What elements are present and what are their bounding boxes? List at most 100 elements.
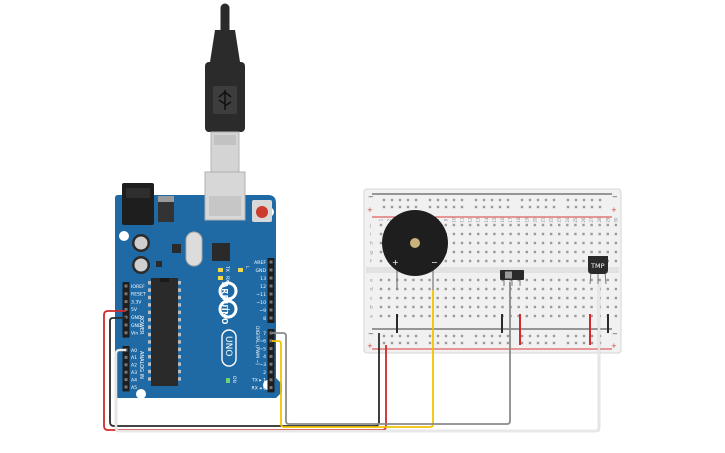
breadboard-hole[interactable] xyxy=(404,287,407,291)
breadboard-hole[interactable] xyxy=(436,287,439,291)
breadboard-hole[interactable] xyxy=(558,232,561,236)
breadboard-hole[interactable] xyxy=(541,250,545,254)
breadboard-hole[interactable] xyxy=(444,296,447,300)
rail-hole[interactable] xyxy=(460,198,464,202)
header-pin[interactable] xyxy=(269,268,273,272)
rail-hole[interactable] xyxy=(390,198,394,202)
rail-hole[interactable] xyxy=(474,198,478,202)
temperature-sensor[interactable]: TMP xyxy=(588,256,608,285)
breadboard-hole[interactable] xyxy=(525,305,528,309)
reset-button-cap[interactable] xyxy=(256,206,268,218)
piezo-buzzer[interactable]: + − xyxy=(382,210,448,290)
rail-hole[interactable] xyxy=(398,205,402,209)
breadboard-hole[interactable] xyxy=(460,259,464,263)
rail-hole[interactable] xyxy=(506,341,510,345)
breadboard-hole[interactable] xyxy=(420,287,423,291)
breadboard-hole[interactable] xyxy=(468,259,472,263)
breadboard-hole[interactable] xyxy=(606,232,609,236)
rail-hole[interactable] xyxy=(460,341,464,345)
rail-hole[interactable] xyxy=(582,334,586,338)
breadboard-hole[interactable] xyxy=(493,250,496,254)
breadboard-hole[interactable] xyxy=(541,305,545,309)
rail-hole[interactable] xyxy=(520,205,524,209)
breadboard-hole[interactable] xyxy=(412,314,415,318)
breadboard-hole[interactable] xyxy=(541,259,545,263)
rail-hole[interactable] xyxy=(398,198,402,202)
breadboard-hole[interactable] xyxy=(493,314,496,318)
breadboard-hole[interactable] xyxy=(566,250,569,254)
rail-hole[interactable] xyxy=(482,341,486,345)
breadboard-hole[interactable] xyxy=(485,259,488,263)
breadboard-hole[interactable] xyxy=(436,278,439,282)
breadboard-hole[interactable] xyxy=(606,278,609,282)
rail-hole[interactable] xyxy=(406,205,410,209)
breadboard-hole[interactable] xyxy=(444,314,447,318)
rail-hole[interactable] xyxy=(436,205,440,209)
breadboard-hole[interactable] xyxy=(582,259,585,263)
breadboard-hole[interactable] xyxy=(428,296,431,300)
breadboard-hole[interactable] xyxy=(404,314,407,318)
rail-hole[interactable] xyxy=(536,198,540,202)
breadboard-hole[interactable] xyxy=(590,241,593,245)
breadboard-hole[interactable] xyxy=(541,223,545,227)
breadboard-hole[interactable] xyxy=(460,296,464,300)
breadboard-hole[interactable] xyxy=(412,305,415,309)
breadboard-hole[interactable] xyxy=(444,278,447,282)
breadboard-hole[interactable] xyxy=(549,278,553,282)
breadboard-hole[interactable] xyxy=(460,223,464,227)
breadboard-hole[interactable] xyxy=(566,287,569,291)
breadboard-hole[interactable] xyxy=(533,314,537,318)
rail-hole[interactable] xyxy=(482,205,486,209)
rail-hole[interactable] xyxy=(452,334,456,338)
rail-hole[interactable] xyxy=(528,341,532,345)
rail-hole[interactable] xyxy=(566,341,570,345)
rail-hole[interactable] xyxy=(474,341,478,345)
breadboard-hole[interactable] xyxy=(582,223,585,227)
breadboard-hole[interactable] xyxy=(493,223,496,227)
rail-hole[interactable] xyxy=(452,198,456,202)
rail-hole[interactable] xyxy=(498,341,502,345)
breadboard-hole[interactable] xyxy=(590,287,593,291)
breadboard-hole[interactable] xyxy=(549,223,553,227)
rail-hole[interactable] xyxy=(444,341,448,345)
wire-yellow-pin5[interactable] xyxy=(272,290,434,428)
rail-hole[interactable] xyxy=(590,334,594,338)
rail-hole[interactable] xyxy=(452,205,456,209)
rail-hole[interactable] xyxy=(460,205,464,209)
breadboard-hole[interactable] xyxy=(404,278,407,282)
rail-hole[interactable] xyxy=(382,198,386,202)
breadboard-hole[interactable] xyxy=(590,314,593,318)
breadboard-hole[interactable] xyxy=(477,259,480,263)
rail-hole[interactable] xyxy=(536,334,540,338)
breadboard-hole[interactable] xyxy=(412,278,415,282)
rail-hole[interactable] xyxy=(506,205,510,209)
breadboard-hole[interactable] xyxy=(452,287,456,291)
breadboard-hole[interactable] xyxy=(501,259,504,263)
header-pin[interactable] xyxy=(124,370,128,374)
rail-hole[interactable] xyxy=(590,198,594,202)
breadboard-hole[interactable] xyxy=(541,296,545,300)
breadboard-hole[interactable] xyxy=(428,314,431,318)
breadboard-hole[interactable] xyxy=(452,305,456,309)
breadboard-hole[interactable] xyxy=(541,287,545,291)
rail-hole[interactable] xyxy=(428,198,432,202)
breadboard-hole[interactable] xyxy=(460,241,464,245)
breadboard-hole[interactable] xyxy=(614,259,618,263)
rail-hole[interactable] xyxy=(474,205,478,209)
breadboard-hole[interactable] xyxy=(444,259,447,263)
rail-hole[interactable] xyxy=(582,198,586,202)
breadboard-hole[interactable] xyxy=(614,223,618,227)
breadboard-hole[interactable] xyxy=(452,314,456,318)
breadboard-hole[interactable] xyxy=(566,305,569,309)
breadboard-hole[interactable] xyxy=(582,287,585,291)
rail-hole[interactable] xyxy=(536,341,540,345)
breadboard-hole[interactable] xyxy=(379,259,383,263)
rail-hole[interactable] xyxy=(428,205,432,209)
breadboard-hole[interactable] xyxy=(566,296,569,300)
header-pin[interactable] xyxy=(269,292,273,296)
breadboard-hole[interactable] xyxy=(558,305,561,309)
breadboard-hole[interactable] xyxy=(460,250,464,254)
rail-hole[interactable] xyxy=(414,341,418,345)
header-pin[interactable] xyxy=(269,331,273,335)
breadboard-hole[interactable] xyxy=(517,232,520,236)
